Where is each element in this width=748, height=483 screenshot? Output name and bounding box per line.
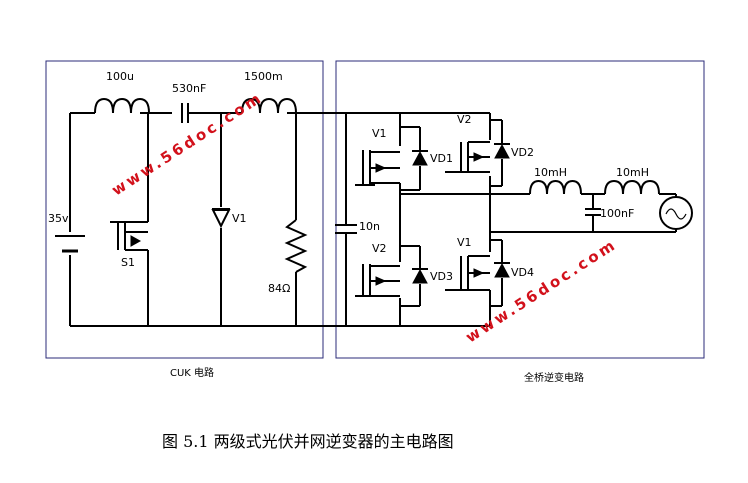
label-inductor-10mh-b: 10mH [616,166,649,179]
inductor-10mh-a [529,179,582,195]
label-resistor: 84Ω [268,282,290,295]
label-vd2: VD2 [511,146,534,159]
resistor-84 [284,219,308,273]
label-capacitor-10n: 10n [359,220,380,233]
label-q1: V1 [372,127,387,140]
label-diode-v1: V1 [232,212,247,225]
diode-vd3 [400,245,428,307]
figure-caption: 图 5.1 两级式光伏并网逆变器的主电路图 [162,432,454,451]
label-inductor-10mh-a: 10mH [534,166,567,179]
label-vd1: VD1 [430,152,453,165]
ac-grid-source [659,196,693,230]
label-q2: V2 [457,113,472,126]
inductor-100u [94,97,150,114]
cuk-section-label: CUK 电路 [170,366,214,379]
battery [55,235,85,253]
inductor-10mh-b [604,179,660,195]
label-q3: V2 [372,242,387,255]
inductor-1500m [241,97,297,114]
capacitor-100nf [585,194,601,232]
inverter-section-label: 全桥逆变电路 [524,371,584,384]
mosfet-q3 [355,264,400,297]
mosfet-q2 [445,141,490,173]
cuk-section-box [45,60,324,359]
label-vd4: VD4 [511,266,534,279]
mosfet-q1 [355,150,400,186]
diode-vd2 [490,119,510,187]
capacitor-10n [335,224,357,234]
capacitor-530nf [181,103,189,123]
label-vd3: VD3 [430,270,453,283]
diode-v1 [211,208,231,229]
inverter-section-box [335,60,705,359]
label-capacitor-100nf: 100nF [600,207,634,220]
diode-vd4 [490,239,510,307]
label-capacitor-530nf: 530nF [172,82,206,95]
label-inductor-1500m: 1500m [244,70,283,83]
label-switch-s1: S1 [121,256,135,269]
label-inductor-100u: 100u [106,70,134,83]
inverter-circuit [335,112,693,326]
cuk-circuit [55,97,490,327]
switch-s1 [110,221,148,251]
label-q4: V1 [457,236,472,249]
diode-vd1 [400,126,428,191]
mosfet-q4 [445,255,490,291]
label-battery: 35v [48,212,69,225]
